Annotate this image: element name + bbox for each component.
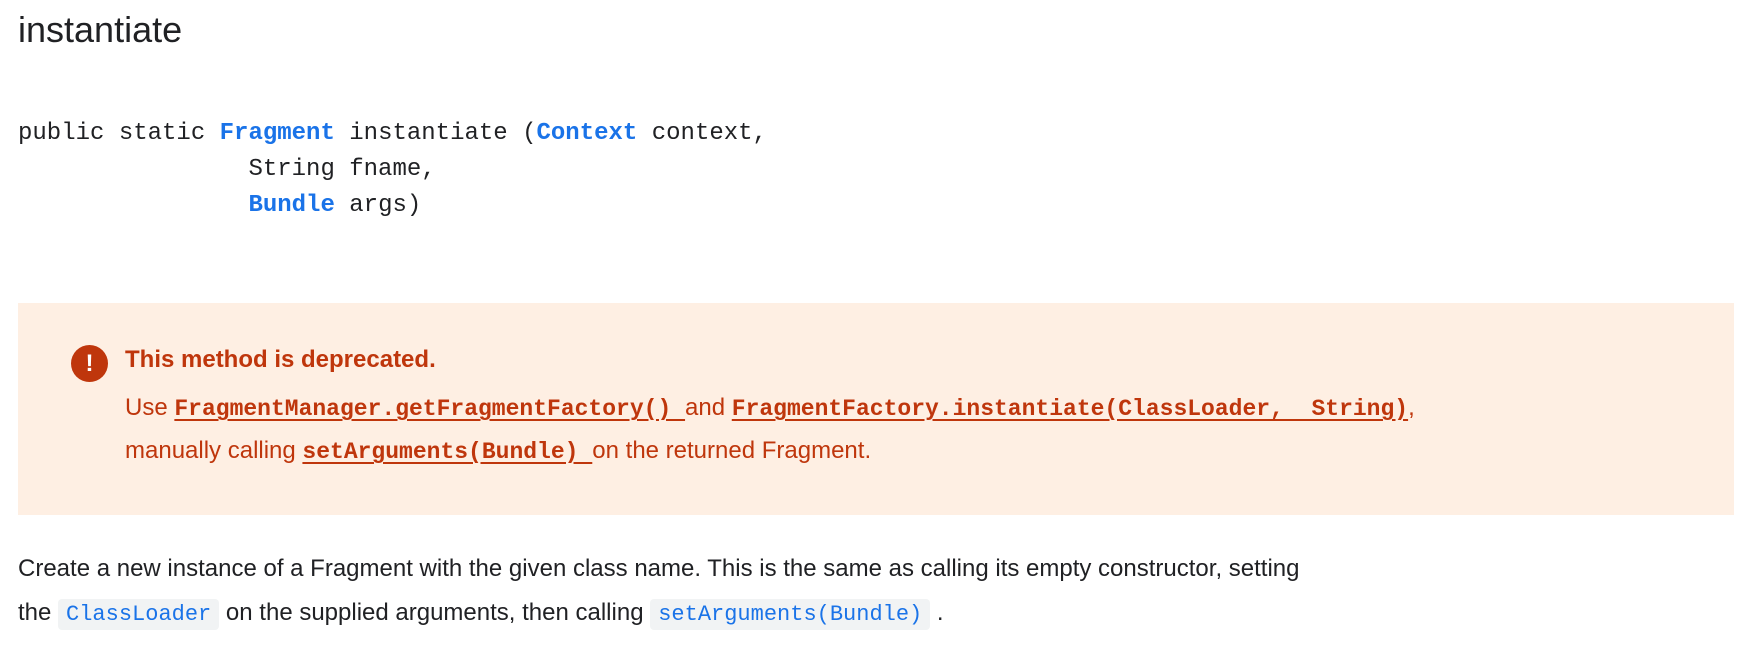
code-chip-link[interactable]: ClassLoader (58, 599, 220, 630)
deprecation-title: This method is deprecated. (125, 346, 436, 373)
deprecation-warning-box: ! This method is deprecated. Use Fragmen… (18, 303, 1734, 515)
text-segment: Create a new instance of a Fragment with… (18, 555, 1300, 582)
text-segment: the (18, 599, 59, 626)
text-line: the ClassLoader on the supplied argument… (18, 591, 1734, 637)
code-chip-link[interactable]: setArguments(Bundle) (650, 599, 931, 630)
deprecation-code-link[interactable]: setArguments(Bundle) (302, 439, 593, 465)
method-signature-block: public static Fragment instantiate (Cont… (18, 116, 1734, 224)
text-segment: manually calling (125, 437, 303, 464)
deprecation-message: Use FragmentManager.getFragmentFactory()… (125, 387, 1415, 473)
error-exclamation-icon: ! (71, 345, 108, 382)
code-link[interactable]: Fragment (219, 120, 335, 147)
text-line: manually calling setArguments(Bundle) on… (125, 430, 1415, 473)
text-line: String fname, (18, 152, 1734, 188)
text-line: Create a new instance of a Fragment with… (18, 547, 1734, 591)
text-segment: public static (18, 120, 220, 147)
text-segment: . (930, 599, 944, 626)
deprecation-content: This method is deprecated. Use FragmentM… (125, 345, 1415, 473)
text-line: public static Fragment instantiate (Cont… (18, 116, 1734, 152)
text-segment: context, (637, 120, 782, 147)
code-link[interactable]: Context (536, 120, 638, 147)
text-segment: String fname, (18, 156, 451, 183)
text-line: Bundle args) (18, 188, 1734, 224)
deprecation-code-link[interactable]: FragmentFactory.instantiate(ClassLoader,… (731, 396, 1409, 422)
text-segment: Use (125, 394, 175, 421)
method-heading: instantiate (18, 9, 183, 50)
text-segment: args) (334, 192, 422, 219)
text-line: Use FragmentManager.getFragmentFactory()… (125, 387, 1415, 430)
code-link[interactable]: Bundle (248, 192, 335, 219)
text-segment: instantiate ( (334, 120, 537, 147)
text-segment: , (1408, 394, 1415, 421)
text-segment: on the returned Fragment. (592, 437, 872, 464)
text-segment: on the supplied arguments, then calling (219, 599, 651, 626)
text-segment: and (685, 394, 732, 421)
deprecation-code-link[interactable]: FragmentManager.getFragmentFactory() (174, 396, 686, 422)
text-segment (18, 192, 248, 219)
method-description: Create a new instance of a Fragment with… (18, 547, 1734, 637)
